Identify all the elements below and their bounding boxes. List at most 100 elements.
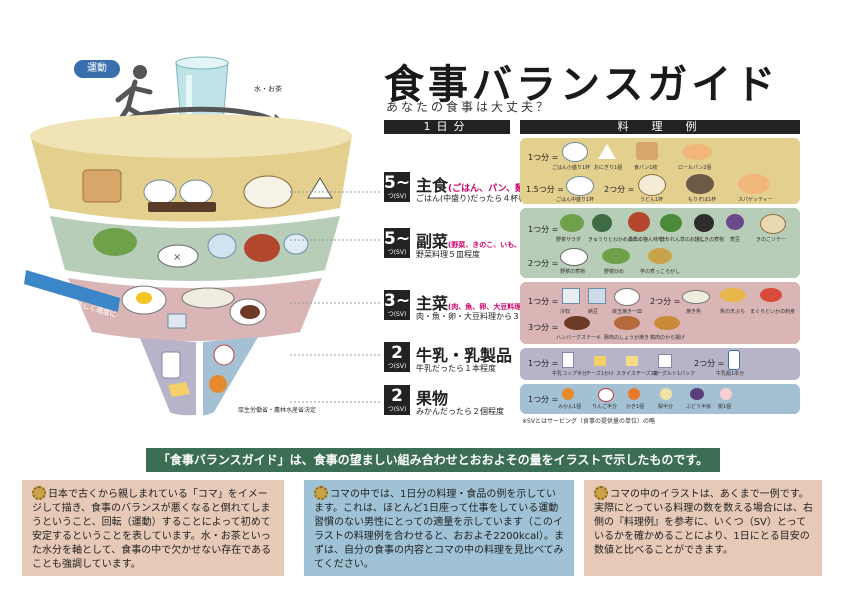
gear-icon: [594, 486, 608, 500]
main-item-2: 納豆: [588, 309, 599, 315]
info-box-2-text: コマの中では、1日分の料理・食品の例を示しています。これは、ほとんど1日座って仕…: [314, 489, 565, 570]
staple-subtitle: (ごはん、パン、麺): [448, 184, 529, 194]
yogurt-icon: [658, 354, 672, 368]
staple-name: 主食(ごはん、パン、麺): [416, 172, 528, 196]
summary-banner: 「食事バランスガイド」は、食事の望ましい組み合わせとおおよその量をイラストで示し…: [146, 448, 720, 472]
dairy-item-1: 牛乳コップ半分: [552, 371, 588, 377]
fruit-serving-value: 2: [391, 386, 403, 406]
tofu-icon: [562, 288, 580, 304]
main-count-2: 2つ分 =: [650, 297, 681, 306]
side-item-8: 野菜の煮物: [560, 269, 586, 275]
mikan-icon: [562, 388, 574, 400]
fruit-desc: みかんだったら２個程度: [416, 407, 504, 416]
main-item-3: 目玉焼き一皿: [612, 309, 643, 315]
staple-item-6: うどん1杯: [640, 197, 664, 203]
spaghetti-icon: [738, 174, 770, 194]
fruit-item-6: 桃1個: [718, 404, 732, 410]
dairy-item-2: チーズ1かけ: [586, 371, 614, 377]
pear-icon: [660, 388, 672, 400]
side-name: 副菜(野菜、きのこ、いも、海藻料理): [416, 228, 552, 252]
milk-glass-icon: [562, 352, 574, 368]
dairy-item-3: スライスチーズ1枚: [616, 371, 659, 377]
hijiki-icon: [694, 214, 714, 232]
side-item-2: きゅうりとわかめの酢の物: [588, 237, 649, 243]
grilled-fish-icon: [682, 290, 710, 304]
main-item-8: 豚肉のしょうが焼き: [604, 335, 650, 341]
side-dish-layer: ×: [50, 216, 340, 281]
rice-medium-icon: [566, 176, 594, 196]
dairy-layer: [140, 338, 196, 416]
fruit-item-3: かき1個: [626, 404, 645, 410]
bread-icon: [636, 142, 658, 160]
main-item-4: 焼き魚: [686, 309, 702, 315]
main-name: 主菜(肉、魚、卵、大豆料理): [416, 290, 524, 314]
staple-title: 主食: [416, 176, 449, 195]
page-subtitle: あなたの食事は大丈夫？: [386, 100, 552, 114]
gear-icon: [32, 486, 46, 500]
staple-item-1: ごはん小盛り1杯: [552, 165, 591, 171]
info-box-1: 日本で古くから親しまれている「コマ」をイメージして描き、食事のバランスが悪くなる…: [22, 480, 284, 576]
staple-desc: ごはん(中盛り)だったら４杯程度: [416, 194, 535, 203]
fruit-item-2: りんご半分: [592, 404, 618, 410]
main-item-5: 魚の天ぷら: [720, 309, 746, 315]
onigiri-icon: [598, 144, 616, 159]
tempura-icon: [720, 288, 746, 302]
info-box-1-text: 日本で古くから親しまれている「コマ」をイメージして描き、食事のバランスが悪くなる…: [32, 489, 272, 570]
main-count-3: 3つ分 =: [528, 323, 559, 332]
info-box-3: コマの中のイラストは、あくまで一例です。実際にとっている料理の数を数える場合には…: [584, 480, 822, 576]
side-item-10: 芋の煮っころがし: [640, 269, 681, 275]
side-desc: 野菜料理５皿程度: [416, 250, 480, 259]
dairy-desc: 牛乳だったら１本程度: [416, 364, 496, 373]
natto-icon: [588, 288, 606, 304]
staple-serving-value: 5~7: [384, 173, 422, 193]
staple-sv-unit: つ(SV): [387, 193, 407, 200]
main-item-1: 冷奴: [560, 309, 571, 315]
main-sv-unit: つ(SV): [387, 311, 407, 318]
page-title: 食事バランスガイド: [384, 62, 780, 108]
staple-count-1: 1つ分 =: [528, 153, 559, 162]
salad-icon: [560, 214, 584, 232]
main-count-1: 1つ分 =: [528, 297, 559, 306]
per-day-header: 1日分: [384, 120, 510, 134]
mushroom-saute-icon: [760, 214, 786, 234]
staple-item-5: ごはん中盛り1杯: [556, 197, 595, 203]
dairy-sv-unit: つ(SV): [387, 363, 407, 370]
nimono-icon: [560, 248, 588, 266]
sv-note: ※SVとはサービング（食事の提供量の単位）の略: [522, 418, 655, 425]
main-dish-layer: [68, 278, 322, 341]
udon-icon: [638, 174, 666, 196]
side-sv-unit: つ(SV): [387, 249, 407, 256]
potato-icon: [648, 248, 672, 264]
water-tea-label: 水・お茶: [254, 85, 282, 93]
ministry-label: 厚生労働省・農林水産省決定: [238, 407, 317, 414]
stir-fry-icon: [602, 248, 630, 264]
ginger-pork-icon: [614, 316, 640, 330]
side-count-1: 1つ分 =: [528, 225, 559, 234]
fruit-name: 果物: [416, 389, 449, 408]
soba-icon: [686, 174, 714, 194]
food-guide-top-illustration: ×: [24, 56, 352, 416]
main-desc: 肉・魚・卵・大豆料理から３皿程度: [416, 312, 544, 321]
staple-layer: [30, 114, 352, 222]
staple-item-3: 食パン1枚: [634, 165, 658, 171]
main-serving-value: 3~5: [384, 291, 422, 311]
fruit-item-5: ぶどう半房: [686, 404, 712, 410]
side-item-6: 煮豆: [730, 237, 741, 243]
staple-count-2: 1.5つ分 =: [526, 185, 564, 194]
main-item-7: ハンバーグステーキ: [556, 335, 602, 341]
beans-icon: [726, 214, 744, 230]
side-item-1: 野菜サラダ: [556, 237, 582, 243]
side-count-2: 2つ分 =: [528, 259, 559, 268]
info-box-3-text: コマの中のイラストは、あくまで一例です。実際にとっている料理の数を数える場合には…: [594, 489, 813, 556]
side-item-3: 具たくさん味噌汁: [628, 237, 669, 243]
gear-icon: [314, 486, 328, 500]
